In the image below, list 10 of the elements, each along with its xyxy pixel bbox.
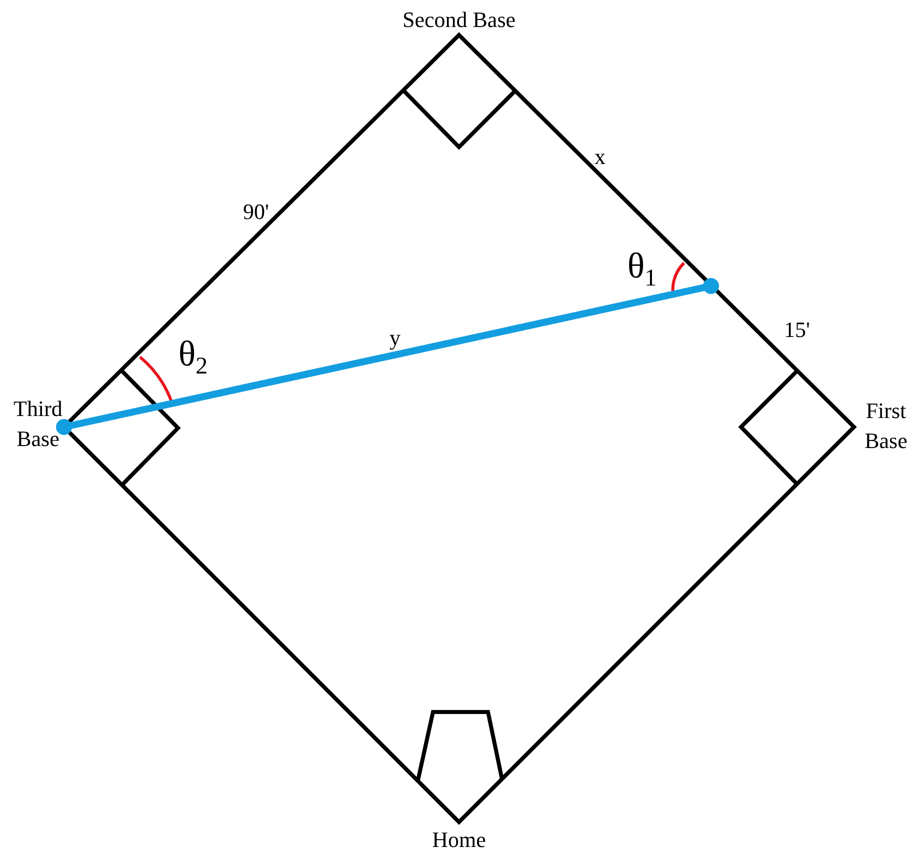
angle-label: θ$_{1}$	[627, 245, 657, 294]
base-label: Third Base	[12, 395, 64, 453]
length-label: 90'	[243, 198, 269, 226]
base-label: Home	[432, 826, 486, 854]
base-label: First Base	[864, 397, 908, 455]
length-label: y	[390, 324, 400, 352]
base-label: Second Base	[402, 6, 516, 34]
angle-label: θ$_{2}$	[178, 333, 208, 382]
length-label: x	[594, 143, 606, 171]
length-label: 15'	[784, 316, 810, 344]
